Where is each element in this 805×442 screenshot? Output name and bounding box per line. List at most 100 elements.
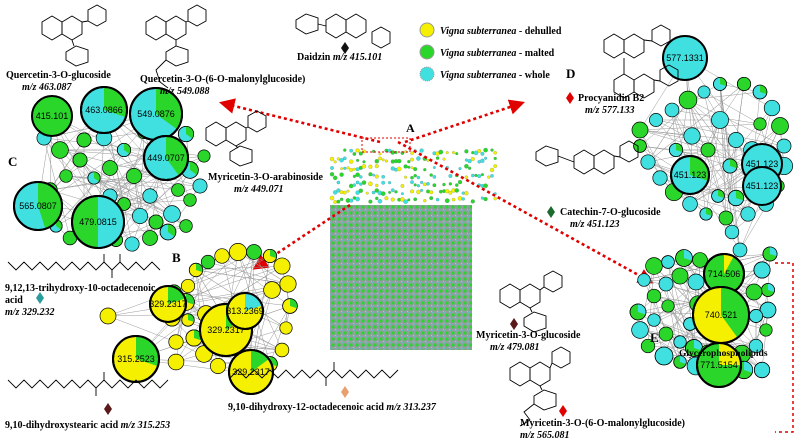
- network-node-major: [226, 292, 264, 330]
- arrow-to-b: [252, 203, 351, 270]
- network-node: [682, 196, 698, 212]
- overview-node: [333, 160, 337, 164]
- overview-node: [381, 158, 385, 162]
- network-node: [713, 77, 727, 91]
- overview-node: [493, 156, 497, 161]
- overview-node: [371, 190, 376, 195]
- structure-myricetin-glucoside: [499, 270, 563, 333]
- structure-catechin-glucoside: [535, 140, 639, 175]
- label-catechin-mz: m/z 451.123: [570, 219, 619, 230]
- network-edge: [207, 261, 289, 285]
- network-node: [59, 169, 73, 183]
- overview-node: [339, 190, 344, 195]
- overview-node: [445, 151, 449, 155]
- marker-myricetin-malonyl: [559, 405, 567, 417]
- node-mz-label: 771.5154: [700, 360, 738, 370]
- overview-node: [390, 150, 395, 155]
- overview-node: [468, 166, 472, 170]
- overview-node: [487, 175, 491, 179]
- node-mz-label: 315.2523: [117, 354, 155, 364]
- overview-node: [410, 157, 414, 162]
- overview-node: [483, 197, 488, 202]
- overview-node: [413, 167, 418, 172]
- overview-node: [374, 159, 379, 164]
- network-node: [631, 121, 649, 139]
- overview-node: [470, 157, 475, 161]
- network-edge: [167, 185, 201, 233]
- overview-node: [381, 175, 385, 179]
- network-edge: [51, 115, 191, 201]
- overview-node: [483, 183, 488, 189]
- overview-node: [352, 183, 357, 187]
- marker-dihydroxy-octadecenoic: [341, 386, 349, 398]
- network-node-major: [662, 35, 708, 81]
- overview-node: [329, 156, 335, 162]
- overview-node: [480, 196, 484, 200]
- label-myricetin-arabinoside-mz: m/z 449.071: [234, 184, 283, 195]
- overview-node: [464, 191, 469, 196]
- node-mz-label: 313.2369: [226, 306, 264, 316]
- network-edge: [221, 255, 291, 307]
- network-node: [697, 85, 711, 99]
- overview-node: [455, 183, 459, 187]
- overview-node: [333, 175, 338, 181]
- overview-node: [358, 188, 363, 193]
- network-node: [654, 346, 674, 366]
- overview-node: [362, 160, 366, 164]
- network-edge: [687, 91, 761, 101]
- overview-node: [461, 191, 465, 195]
- structure-trihydroxy-acid: [7, 254, 161, 278]
- overview-node: [358, 151, 363, 156]
- network-node: [273, 257, 291, 275]
- glycerophospholipids-bracket: [775, 262, 794, 433]
- overview-node: [339, 157, 344, 163]
- singleton-grid: [330, 205, 472, 350]
- overview-node: [493, 196, 497, 201]
- network-node: [673, 355, 687, 369]
- overview-node: [372, 173, 376, 177]
- overview-node: [346, 189, 350, 193]
- overview-node: [384, 196, 389, 201]
- overview-node: [330, 166, 334, 170]
- label-catechin: Catechin-7-O-glucoside: [560, 207, 661, 218]
- label-myricetin-glucoside-mz: m/z 479.081: [490, 342, 539, 353]
- cluster-bands: [329, 147, 498, 204]
- network-edge: [269, 305, 291, 365]
- arrow-to-e: [397, 140, 654, 284]
- overview-node: [457, 196, 463, 201]
- network-node: [683, 127, 701, 145]
- node-mz-label: 329.2317: [149, 299, 187, 309]
- overview-node: [420, 188, 424, 192]
- overview-node: [457, 180, 463, 185]
- overview-node: [422, 182, 427, 187]
- overview-node: [410, 189, 414, 194]
- panel-arrows: [218, 98, 654, 284]
- node-mz-label: 463.0866: [85, 105, 123, 115]
- overview-network-a: [329, 137, 498, 350]
- overview-node: [493, 164, 498, 168]
- overview-node: [355, 148, 360, 153]
- network-edge: [703, 91, 741, 251]
- network-node: [76, 132, 92, 148]
- overview-node: [355, 172, 360, 177]
- network-node: [753, 117, 767, 131]
- overview-node: [435, 197, 440, 202]
- node-mz-label: 449.0707: [147, 153, 185, 163]
- network-node: [229, 243, 247, 261]
- network-node: [673, 335, 687, 349]
- overview-node: [432, 183, 437, 188]
- network-node: [197, 149, 211, 163]
- network-node: [262, 248, 278, 264]
- panel-d-letter: D: [566, 66, 575, 81]
- network-node: [763, 99, 781, 117]
- overview-node: [390, 197, 395, 202]
- overview-node: [394, 190, 398, 194]
- network-node: [142, 230, 158, 246]
- overview-node: [400, 192, 404, 196]
- overview-node: [333, 190, 338, 195]
- network-node-major: [31, 95, 73, 137]
- label-procyanidin-mz: m/z 577.133: [585, 105, 634, 116]
